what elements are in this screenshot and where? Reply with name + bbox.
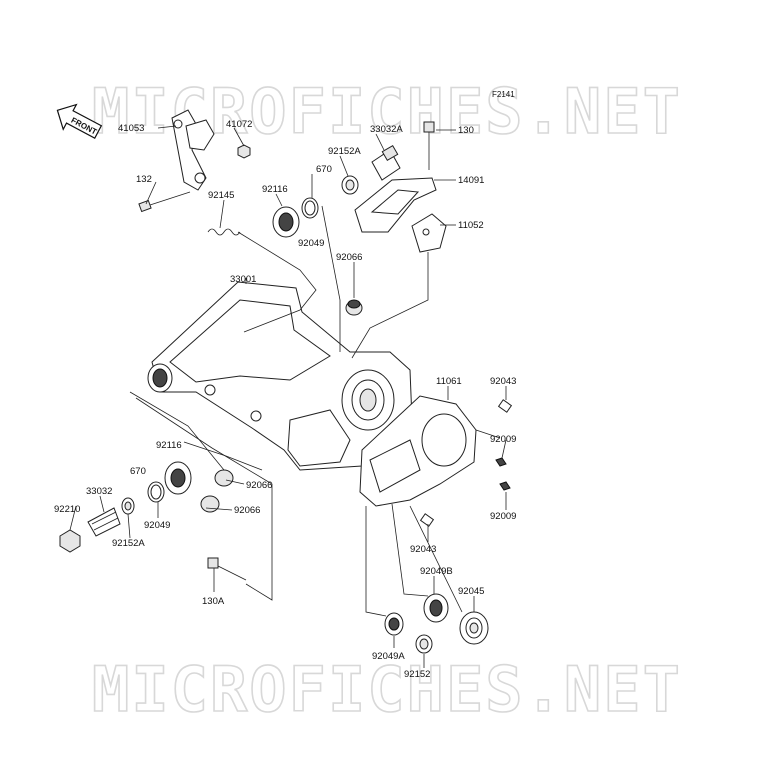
o-ring-670-top-part [301, 197, 319, 219]
nut-92210-part [59, 529, 81, 553]
o-ring-670-left-part [147, 481, 165, 503]
nut-41072-part [237, 144, 251, 159]
oil-seal-92049B-part [423, 593, 449, 623]
label-92210: 92210 [54, 504, 80, 515]
figure-code: F2141 [492, 90, 515, 99]
cap-92066-top-part [345, 299, 363, 316]
label-130A: 130A [202, 596, 225, 607]
oil-seal-92116-top-part [272, 206, 300, 238]
label-92066-top: 92066 [336, 252, 362, 263]
collar-92152A-top-part [341, 175, 359, 195]
label-33032: 33032 [86, 486, 112, 497]
label-14091: 14091 [458, 175, 484, 186]
spring-92145-part [207, 228, 241, 236]
gasket-11061-part [359, 395, 477, 507]
label-132: 132 [136, 174, 152, 185]
label-92045: 92045 [458, 586, 484, 597]
label-92049B: 92049B [420, 566, 453, 577]
label-41072: 41072 [226, 119, 252, 130]
label-130: 130 [458, 125, 474, 136]
leader-lines [69, 125, 507, 668]
bracket-arm-part [171, 109, 215, 191]
bolt-130A-part [207, 557, 247, 581]
label-92009-lower: 92009 [490, 511, 516, 522]
label-670-left: 670 [130, 466, 146, 477]
label-92066-lower: 92066 [234, 505, 260, 516]
watermark-bottom: MICROFICHES.NET [92, 653, 682, 726]
collar-92152A-left-part [121, 497, 135, 515]
cap-92066-middle-part [214, 469, 234, 487]
cap-92066-lower-part [200, 495, 220, 513]
label-92049-left: 92049 [144, 520, 170, 531]
label-92116-left: 92116 [156, 440, 182, 451]
label-33001: 33001 [230, 274, 256, 285]
bracket-11052-part [411, 213, 447, 253]
label-33032A: 33032A [370, 124, 403, 135]
pin-92043-top-part [497, 399, 513, 413]
oil-seal-92116-left-part [164, 461, 192, 495]
screw-92009-lower-part [499, 481, 511, 491]
label-92049A: 92049A [372, 651, 405, 662]
label-92049-top: 92049 [298, 238, 324, 249]
bolt-132-part [138, 191, 191, 213]
label-92066-middle: 92066 [246, 480, 272, 491]
pivot-shaft-33032-part [87, 507, 121, 537]
label-92043-bottom: 92043 [410, 544, 436, 555]
oil-seal-92049A-part [384, 612, 404, 636]
label-92116-top: 92116 [262, 184, 288, 195]
cover-14091-part [354, 177, 437, 233]
label-11061: 11061 [436, 376, 462, 387]
bearing-92045-part [459, 611, 489, 645]
label-92043-top: 92043 [490, 376, 516, 387]
label-41053: 41053 [118, 123, 144, 134]
pivot-shaft-33032A-part [371, 144, 401, 181]
label-92152A-left: 92152A [112, 538, 145, 549]
label-92145: 92145 [208, 190, 234, 201]
label-92009-upper: 92009 [490, 434, 516, 445]
label-11052: 11052 [458, 220, 484, 231]
bolt-130-part [423, 121, 435, 170]
swingarm-33001-part [147, 281, 413, 471]
screw-92009-upper-part [495, 457, 507, 467]
label-92152: 92152 [404, 669, 430, 680]
label-670-top: 670 [316, 164, 332, 175]
label-92152A-top: 92152A [328, 146, 361, 157]
pin-92043-bottom-part [419, 513, 435, 527]
collar-92152-part [415, 634, 433, 654]
